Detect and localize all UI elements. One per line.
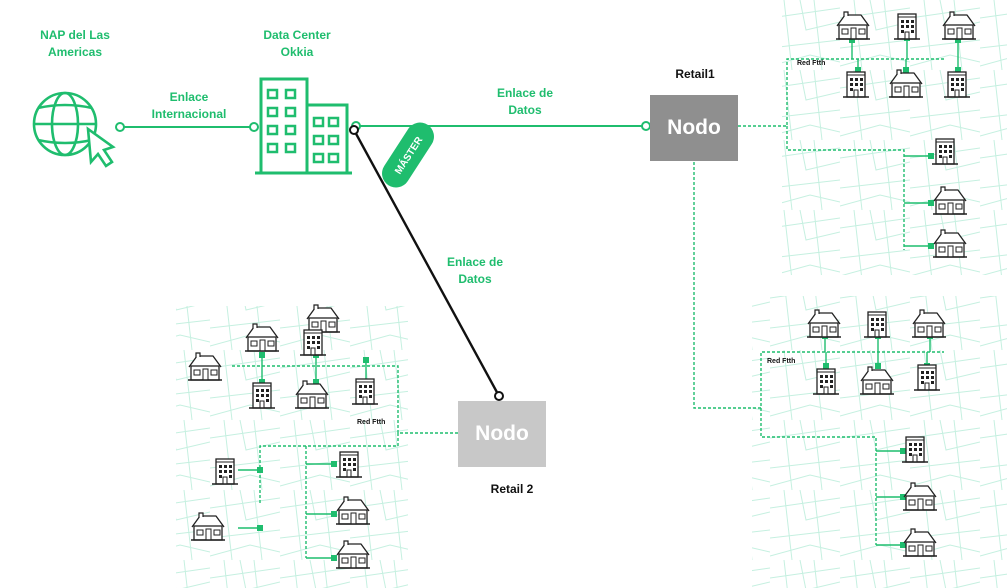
ftth-drops-retail1 [824,38,959,546]
map-area-retail1-top [782,0,1007,275]
apartment-building-icon [812,368,840,395]
enlace-datos-retail1-label: Enlace de Datos [496,86,554,117]
apartment-building-icon [248,382,276,409]
nodo-retail2: Nodo [458,401,546,467]
datacenter-label: Data Center Okkia [263,28,331,59]
apartment-building-icon [893,13,921,40]
ftth-network-retail1 [693,58,944,545]
master-pill [382,122,434,188]
ftth-network-retail2 [230,365,458,558]
map-area-retail1-bottom [752,296,1007,588]
map-area-retail2 [176,306,408,588]
nodo-retail1-label: Nodo [667,116,721,139]
link-endpoint [349,125,359,135]
enlace-internacional-label: Enlace Internacional [151,90,227,121]
office-buildings-icon [255,77,352,175]
apartment-building-icon [931,138,959,165]
red-ftth-label: Red Ftth [767,358,796,365]
ftth-drops-retail2 [238,355,367,559]
apartment-building-icon [901,436,929,463]
apartment-building-icon [842,71,870,98]
link-endpoint [494,391,504,401]
nodo-retail2-label: Nodo [475,422,529,445]
red-ftth-label: Red Ftth [357,419,386,426]
retail2-label: Retail 2 [490,482,534,496]
link-endpoint [641,121,651,131]
apartment-building-icon [863,311,891,338]
link-endpoint [249,122,259,132]
apartment-building-icon [943,71,971,98]
data-link-retail2 [352,129,501,397]
apartment-building-icon [299,329,327,356]
link-endpoint [115,122,125,132]
retail1-label: Retail1 [675,67,715,81]
nap-label: NAP del Las Americas [40,28,110,59]
apartment-building-icon [335,451,363,478]
globe-cursor-icon [32,91,116,168]
apartment-building-icon [211,458,239,485]
red-ftth-label: Red Ftth [797,60,826,67]
enlace-datos-retail2-label: Enlace de Datos [446,255,504,286]
nodo-retail1: Nodo [650,95,738,161]
apartment-building-icon [351,378,379,405]
apartment-building-icon [913,364,941,391]
